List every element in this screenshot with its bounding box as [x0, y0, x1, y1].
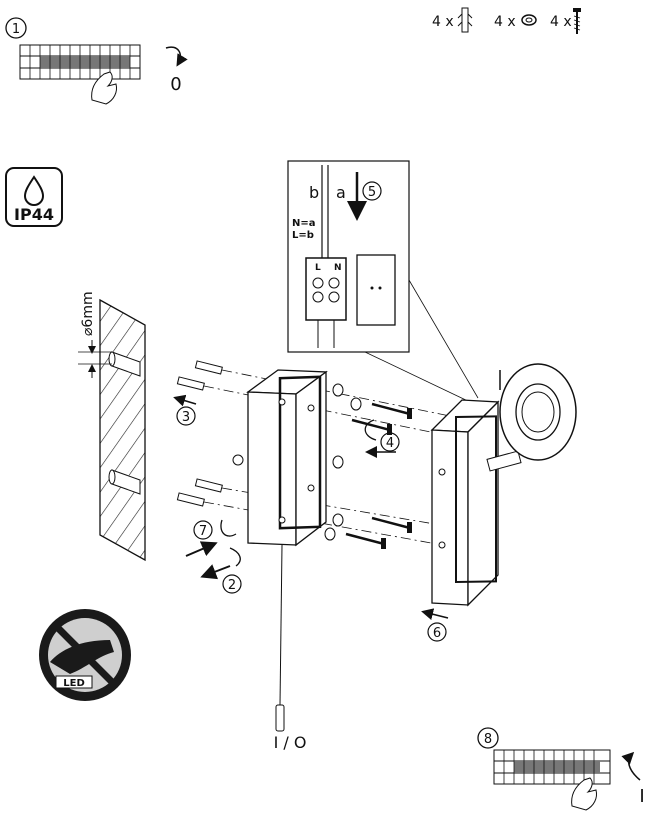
terminal-block [305, 257, 347, 321]
step-8-badge [477, 727, 499, 749]
n-equals-a-label: N=a [292, 218, 316, 229]
washer-qty: 4 x [494, 14, 516, 30]
parts-list: 4 x 4 x 4 x [432, 7, 581, 34]
step-2-rotate-icon [229, 547, 241, 567]
washer-1 [332, 383, 344, 397]
wiring-detail: b a 5 N=a L=b L N [287, 160, 479, 403]
step-2-number: 2 [228, 578, 236, 593]
lamp-fixture [430, 363, 577, 607]
step-1-group: 1 0 [5, 17, 188, 105]
pull-switch-cord [275, 544, 285, 732]
wire-b-label: b [309, 183, 319, 202]
hand-icon [91, 71, 117, 105]
water-drop-icon [23, 175, 45, 206]
breaker-panel-off [19, 44, 141, 80]
step-3-arrow-icon [173, 394, 197, 407]
power-on-label: I [639, 786, 644, 807]
step-7-rotate-icon [220, 519, 237, 537]
step-7-arrow-icon [185, 541, 218, 557]
mounting-plate-detail [356, 254, 396, 326]
step-4-badge [380, 432, 400, 452]
no-touch-led-sign: LED [39, 609, 131, 701]
drill-hole-upper [108, 351, 141, 377]
step-1-number: 1 [12, 22, 20, 37]
wall-plug-2 [176, 376, 205, 391]
screw-qty: 4 x [550, 14, 572, 30]
rotate-up-arrow-icon [621, 751, 641, 781]
step-1-badge [5, 17, 27, 39]
led-label: LED [63, 678, 85, 689]
rotate-down-arrow-icon [165, 46, 188, 67]
step-4-number: 4 [386, 436, 394, 451]
breaker-panel-on [493, 749, 611, 785]
screws [345, 402, 411, 546]
step-8-number: 8 [484, 732, 492, 747]
ip-rating-label: IP44 [14, 205, 54, 224]
step-6-badge [427, 622, 447, 642]
terminal-n-label: N [334, 263, 342, 273]
ip44-badge: IP44 [5, 167, 63, 227]
mounting-box [232, 369, 328, 547]
step-6-number: 6 [433, 626, 441, 641]
l-equals-b-label: L=b [292, 230, 314, 241]
wall-plug-1 [194, 360, 223, 375]
wall-plugs-left [176, 360, 223, 507]
step-7-number: 7 [199, 524, 207, 539]
screw-icon [573, 8, 581, 34]
plug-qty: 4 x [432, 14, 454, 30]
drill-diameter-label: ⌀6mm [80, 291, 96, 336]
wire-a-label: a [336, 183, 346, 202]
washer-3 [332, 455, 344, 469]
step-5-badge [362, 181, 382, 201]
washer-4 [332, 513, 344, 527]
step-2-badge [222, 574, 242, 594]
power-off-label: 0 [170, 74, 181, 95]
washer-5 [324, 527, 336, 541]
step-5-number: 5 [368, 185, 376, 200]
step-6-arrow-icon [421, 608, 449, 621]
pull-switch-label: I / O [274, 733, 307, 752]
terminal-l-label: L [315, 263, 321, 273]
wall-plug-3 [194, 478, 223, 493]
step-8-group: 8 I [477, 727, 645, 811]
step-7-badge [193, 520, 213, 540]
wall-plug-icon [457, 7, 473, 33]
step-3-badge [176, 406, 196, 426]
washers-and-screws [324, 383, 412, 549]
wall-section: ⌀6mm [78, 291, 146, 562]
wall-plug-4 [176, 492, 205, 507]
drill-hole-lower [108, 469, 141, 495]
hand-icon [571, 777, 597, 811]
hand-icon [50, 640, 114, 674]
step-3-number: 3 [182, 410, 190, 425]
washer-2 [350, 397, 362, 411]
step-2-arrow-icon [200, 564, 231, 580]
washer-icon [521, 14, 537, 26]
step-4-rotate-icon [364, 419, 377, 441]
